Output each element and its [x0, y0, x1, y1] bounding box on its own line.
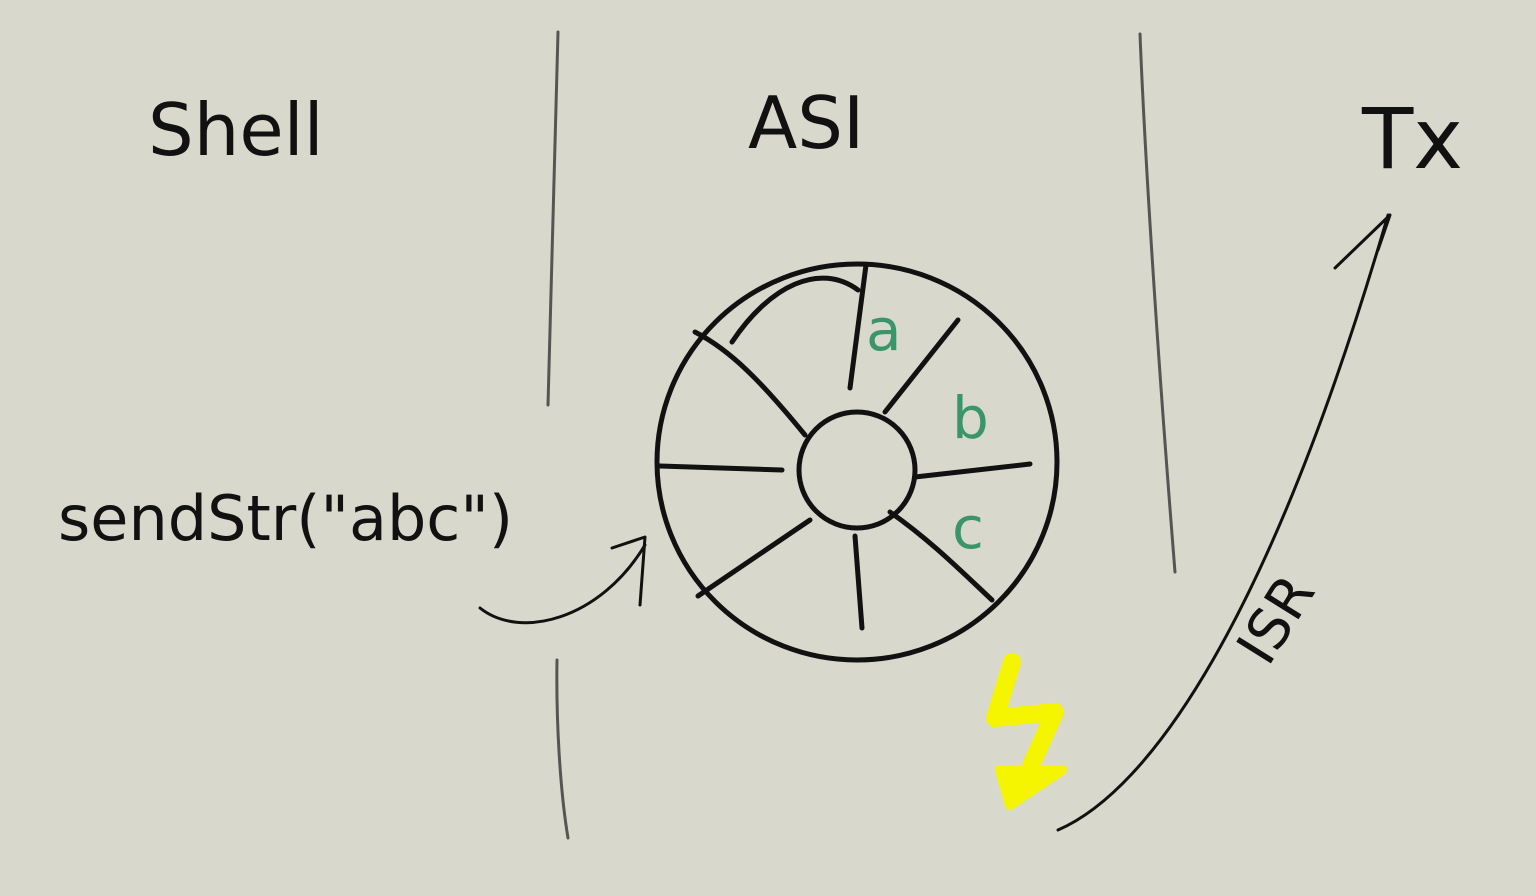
divider-shell-asi-bottom [555, 658, 570, 840]
call-arrow-head [610, 535, 647, 607]
ring-buffer-outer [654, 261, 1060, 663]
ring-buffer-inner [796, 409, 918, 531]
call-arrow [478, 543, 647, 625]
divider-asi-isr [1138, 32, 1177, 574]
buffer-spoke [852, 533, 865, 631]
buffer-slot-a: a [866, 296, 902, 364]
shell-column-title: Shell [148, 88, 324, 172]
lightning-bolt-icon [986, 653, 1064, 799]
isr-arrow [1056, 213, 1390, 832]
buffer-slot-c: c [952, 494, 984, 562]
buffer-spoke [912, 461, 1033, 480]
lightning-bolt-head-icon [995, 765, 1067, 810]
divider-shell-asi-top [546, 30, 560, 407]
buffer-spoke [882, 317, 961, 415]
buffer-spoke [657, 463, 785, 473]
buffer-spoke [695, 517, 813, 599]
buffer-slot-b: b [952, 384, 989, 452]
buffer-spoke [847, 262, 869, 391]
isr-arrow-head [1333, 213, 1392, 270]
send-str-call: sendStr("abc") [58, 482, 513, 555]
asi-column-title: ASI [748, 81, 864, 165]
tx-label: Tx [1361, 90, 1463, 188]
isr-label: ISR [1225, 564, 1328, 676]
buffer-spoke [692, 329, 808, 438]
buffer-spoke [887, 509, 995, 603]
ring-buffer: a b c [654, 261, 1060, 663]
buffer-pointer-arc [729, 275, 861, 345]
